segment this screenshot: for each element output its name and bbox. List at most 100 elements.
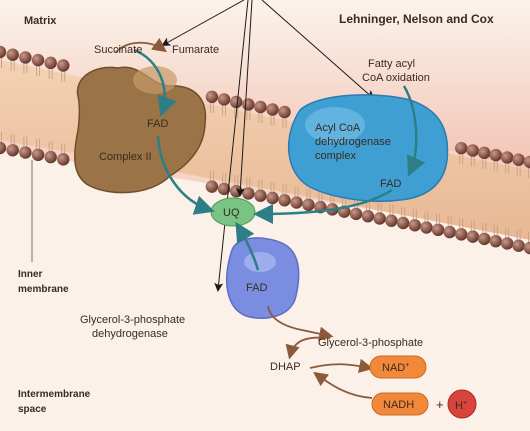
lipid-head bbox=[205, 90, 219, 104]
label-intermembrane-2: space bbox=[18, 404, 47, 415]
label-nad: NAD+ bbox=[382, 362, 409, 374]
label-fumarate: Fumarate bbox=[172, 44, 219, 56]
lipid-head bbox=[266, 103, 279, 116]
lipid-head bbox=[266, 191, 279, 205]
credit-text: Lehninger, Nelson and Cox bbox=[339, 12, 494, 26]
pointer-to-g3pdh bbox=[214, 0, 249, 292]
h-superscript: + bbox=[463, 400, 467, 407]
arrow-complex2-to-uq bbox=[156, 135, 215, 215]
label-succinate: Succinate bbox=[94, 44, 142, 56]
lipid-head bbox=[385, 214, 398, 227]
label-uq: UQ bbox=[223, 207, 240, 219]
lipid-head bbox=[31, 53, 45, 67]
lipid-head bbox=[0, 45, 7, 59]
lipid-head bbox=[478, 146, 491, 160]
nad-text: NAD bbox=[382, 362, 405, 374]
electron-flow-arrows bbox=[133, 48, 426, 271]
lipid-head bbox=[501, 237, 514, 250]
lipid-head bbox=[478, 232, 491, 246]
lipid-head bbox=[455, 228, 468, 241]
lipid-head bbox=[205, 180, 219, 193]
h-circle bbox=[447, 389, 477, 419]
lipid-head bbox=[242, 187, 255, 200]
g3pdh-highlight bbox=[244, 252, 276, 272]
nadh-pill bbox=[371, 392, 429, 416]
arrow-g3pdh-to-uq bbox=[235, 221, 260, 271]
label-matrix: Matrix bbox=[24, 15, 57, 27]
arrow-fatty-to-fad bbox=[402, 85, 426, 177]
label-acyl-1: Acyl CoA bbox=[315, 122, 361, 134]
lipid-head bbox=[44, 150, 57, 164]
lipid-head bbox=[512, 153, 525, 166]
label-complex2-fad: FAD bbox=[147, 118, 168, 130]
lipid-head bbox=[501, 151, 514, 164]
lipid-head bbox=[523, 155, 530, 169]
label-nadh: NADH bbox=[383, 399, 414, 411]
lipid-head bbox=[512, 239, 525, 252]
label-dhap: DHAP bbox=[270, 361, 301, 373]
lipid-head bbox=[44, 56, 57, 70]
lipid-head bbox=[0, 141, 7, 155]
arrow-succinate-to-fumarate bbox=[115, 37, 167, 53]
label-fatty-acyl-1: Fatty acyl bbox=[368, 58, 415, 70]
lipid-head bbox=[302, 198, 315, 212]
lipid-head bbox=[431, 223, 445, 237]
acyl-shape bbox=[287, 94, 449, 202]
lipid-head bbox=[523, 241, 530, 255]
complex2-highlight bbox=[133, 66, 177, 94]
lipid-head bbox=[373, 212, 386, 225]
lipid-head bbox=[489, 234, 502, 248]
lipid-heads bbox=[0, 45, 530, 255]
lipid-head bbox=[217, 93, 231, 106]
arrow-acyl-to-uq bbox=[253, 188, 393, 224]
label-complex2: Complex II bbox=[99, 151, 152, 163]
label-inner-2: membrane bbox=[18, 284, 69, 295]
lipid-head bbox=[242, 98, 255, 111]
label-pointer-lines bbox=[161, 0, 375, 292]
lipid-head bbox=[489, 148, 502, 162]
label-g3p: Glycerol-3-phosphate bbox=[318, 337, 423, 349]
reaction-arrows bbox=[115, 37, 374, 399]
label-inner-1: Inner bbox=[18, 269, 43, 280]
lipid-head bbox=[420, 221, 433, 234]
arrow-succinate-to-fad bbox=[133, 48, 177, 117]
lipid-head bbox=[396, 216, 410, 230]
arrow-g3pdh-to-g3p bbox=[267, 305, 334, 341]
nad-superscript: + bbox=[405, 362, 409, 369]
lipid-head bbox=[6, 48, 19, 61]
lipid-head bbox=[455, 141, 468, 155]
lipid-head bbox=[466, 230, 479, 243]
label-h: H+ bbox=[455, 400, 467, 412]
lipid-head bbox=[57, 153, 70, 166]
lipid-head bbox=[31, 148, 45, 162]
label-plus: + bbox=[436, 397, 444, 412]
label-fatty-acyl-2: CoA oxidation bbox=[362, 72, 430, 84]
arrow-to-nad bbox=[309, 358, 374, 373]
label-acyl-2: dehydrogenase bbox=[315, 136, 391, 148]
label-acyl-fad: FAD bbox=[380, 178, 401, 190]
label-acyl-3: complex bbox=[315, 150, 356, 162]
label-g3pdh-1: Glycerol-3-phosphate bbox=[80, 314, 185, 326]
lipid-head bbox=[408, 219, 422, 232]
lipid-head bbox=[57, 59, 70, 72]
lipid-head bbox=[278, 194, 291, 207]
lipid-head bbox=[6, 144, 19, 157]
lipid-head bbox=[19, 146, 32, 159]
lipid-head bbox=[466, 144, 479, 157]
h-text: H bbox=[455, 400, 463, 412]
lipid-head bbox=[19, 51, 32, 64]
label-g3pdh-2: dehydrogenase bbox=[92, 328, 168, 340]
g3pdh-shape bbox=[226, 237, 300, 319]
lipid-head bbox=[349, 207, 363, 221]
nad-pill bbox=[369, 355, 427, 379]
lipid-head bbox=[230, 95, 243, 109]
arrow-g3p-to-dhap bbox=[285, 336, 331, 360]
acyl-highlight bbox=[305, 107, 365, 143]
label-g3pdh-fad: FAD bbox=[246, 282, 267, 294]
lipid-head bbox=[217, 182, 231, 196]
lipid-head bbox=[278, 105, 291, 119]
lipid-head bbox=[443, 225, 456, 239]
pointer-to-acyl bbox=[261, 0, 375, 100]
